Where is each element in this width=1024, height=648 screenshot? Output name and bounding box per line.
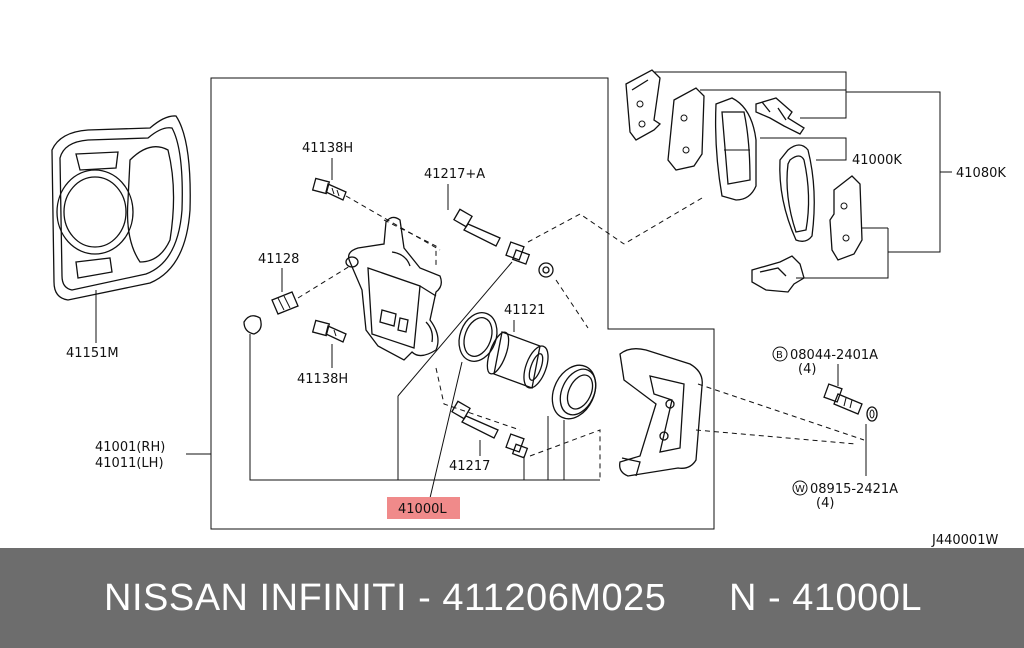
label-washer-qty: (4) (816, 496, 834, 511)
label-41000K: 41000K (852, 153, 902, 168)
mounting-bolt-drawing (823, 383, 863, 415)
brake-pad-inner-drawing (779, 144, 815, 242)
highlight-41000L (387, 497, 460, 519)
dust-shield-drawing (51, 115, 191, 343)
label-41011-lh: 41011(LH) (95, 456, 164, 471)
pad-shim-inner-drawing (829, 175, 863, 261)
pad-shim-drawing (667, 87, 705, 171)
diagram-ref-code: J440001W (931, 533, 998, 548)
part-number-banner: NISSAN INFINITI - 411206M025 N - 41000L (0, 548, 1024, 648)
caliper-body-drawing (345, 216, 442, 361)
label-washer-08915: 08915-2421A (810, 482, 898, 497)
guide-pin-bottom-drawing (451, 400, 529, 459)
washer-w-marker (792, 480, 808, 496)
bleeder-screw-drawing (243, 291, 299, 335)
guide-pin-top-drawing (453, 208, 501, 247)
caliper-bracket-drawing (619, 348, 703, 477)
label-41080K: 41080K (956, 166, 1006, 181)
parts-diagram: 41151M 41138H 41217+A 41128 (51, 69, 1006, 548)
label-41138H-bottom: 41138H (297, 372, 348, 387)
washer-drawing (866, 406, 878, 422)
guide-bolt-top-drawing (311, 177, 347, 201)
brake-pad-outer-drawing (714, 97, 757, 201)
guide-bolt-bottom-drawing (311, 319, 347, 343)
piston-boot-drawing (551, 364, 597, 420)
anti-squeal-shim-drawing (625, 69, 662, 141)
piston-drawing (486, 331, 549, 389)
label-41217A: 41217+A (424, 167, 485, 182)
label-41000L: 41000L (398, 502, 447, 517)
label-41138H-top: 41138H (302, 141, 353, 156)
label-41121: 41121 (504, 303, 545, 318)
label-bolt-08044: 08044-2401A (790, 348, 878, 363)
bushing-top-drawing (505, 241, 554, 278)
pad-clip-drawing (755, 97, 805, 135)
bolt-b-letter: B (776, 350, 783, 361)
label-41151M: 41151M (66, 346, 119, 361)
label-41217: 41217 (449, 459, 490, 474)
pad-retainer-drawing (751, 255, 805, 293)
banner-brand-part-number: NISSAN INFINITI - 411206M025 (104, 576, 667, 619)
bolt-b-marker (772, 346, 788, 362)
assembly-frame (210, 77, 715, 530)
label-41128: 41128 (258, 252, 299, 267)
piston-seal-drawing (458, 312, 498, 362)
label-41001-rh: 41001(RH) (95, 440, 165, 455)
banner-diagram-code: N - 41000L (729, 576, 923, 619)
washer-w-letter: W (795, 484, 805, 495)
label-bolt-qty: (4) (798, 362, 816, 377)
